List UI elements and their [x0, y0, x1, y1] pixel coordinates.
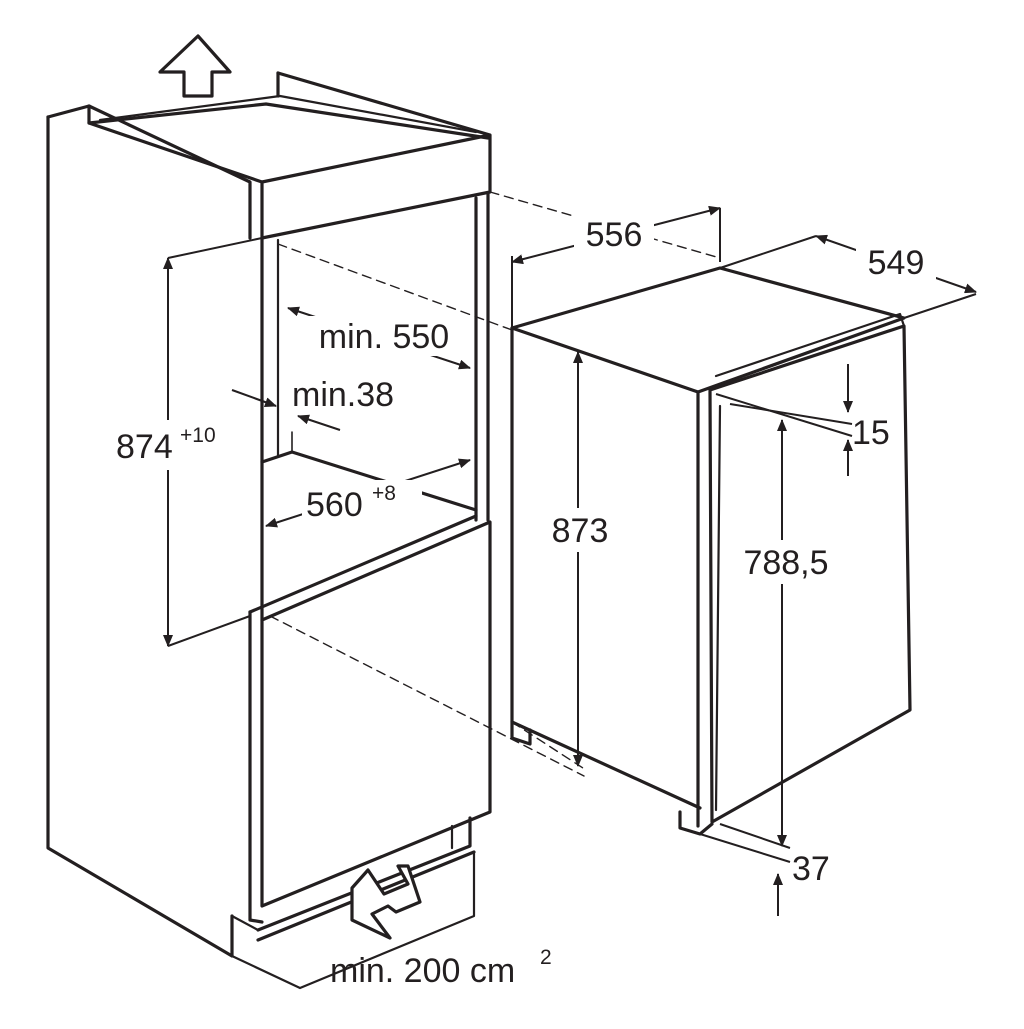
cabinet-top-edge [46, 104, 252, 240]
niche-height-tolerance: +10 [180, 424, 216, 447]
door-height-label: 788,5 [743, 544, 828, 582]
min-38-label: min.38 [292, 376, 394, 414]
door-gap-label: 15 [852, 414, 890, 452]
door-inner-edge [714, 404, 722, 812]
appliance-door [708, 324, 912, 824]
dimension-788-5: 788,5 [734, 419, 840, 847]
dimension-min-38: min.38 [231, 376, 394, 431]
lower-door-top [248, 514, 478, 614]
plinth-depth-dash [269, 615, 585, 777]
dimension-873: 873 [540, 351, 620, 767]
niche-depth-dash-top [277, 243, 513, 331]
cabinet-side-panel [46, 115, 234, 958]
appliance-foot-dash [511, 721, 587, 771]
lower-door-side [248, 610, 264, 924]
dim-549-label: 549 [868, 244, 925, 282]
niche-right-panel [474, 192, 490, 522]
niche-height-label: 874 [116, 428, 173, 466]
min-550-label: min. 550 [319, 318, 449, 356]
dimension-37: 37 [699, 823, 830, 916]
appliance-left-side [510, 326, 702, 810]
dimension-15: 15 [715, 364, 890, 476]
appliance-foot-front [678, 810, 714, 836]
ventilation-label: min. 200 cm [330, 952, 515, 990]
appliance-top [510, 266, 906, 394]
dimension-874: 874 +10 [112, 237, 263, 647]
plinth-front [256, 816, 472, 932]
appliance-height-label: 873 [552, 512, 609, 550]
airflow-in-arrow-icon [350, 864, 422, 940]
ventilation-requirement: min. 200 cm 2 [330, 946, 552, 990]
dimension-556: 556 [511, 205, 721, 328]
dim-556-label: 556 [586, 216, 643, 254]
airflow-up-arrow-icon [158, 34, 232, 98]
lower-door-edge [260, 520, 492, 908]
niche-width-tolerance: +8 [372, 482, 396, 505]
cabinet-top-frame [260, 71, 492, 240]
appliance-foot-back [510, 720, 532, 746]
ventilation-unit-exponent: 2 [540, 946, 552, 969]
dimension-549: 549 [719, 234, 977, 319]
door-top-strip [714, 312, 906, 378]
plinth-base [230, 850, 476, 990]
dimension-560: 560 +8 [265, 458, 471, 528]
cabinet-top-inner [98, 94, 478, 134]
plinth-gap-label: 37 [792, 850, 830, 888]
niche-width-label: 560 [306, 486, 363, 524]
cabinet-top-back [87, 102, 490, 140]
dimension-min-550: min. 550 [287, 306, 471, 370]
